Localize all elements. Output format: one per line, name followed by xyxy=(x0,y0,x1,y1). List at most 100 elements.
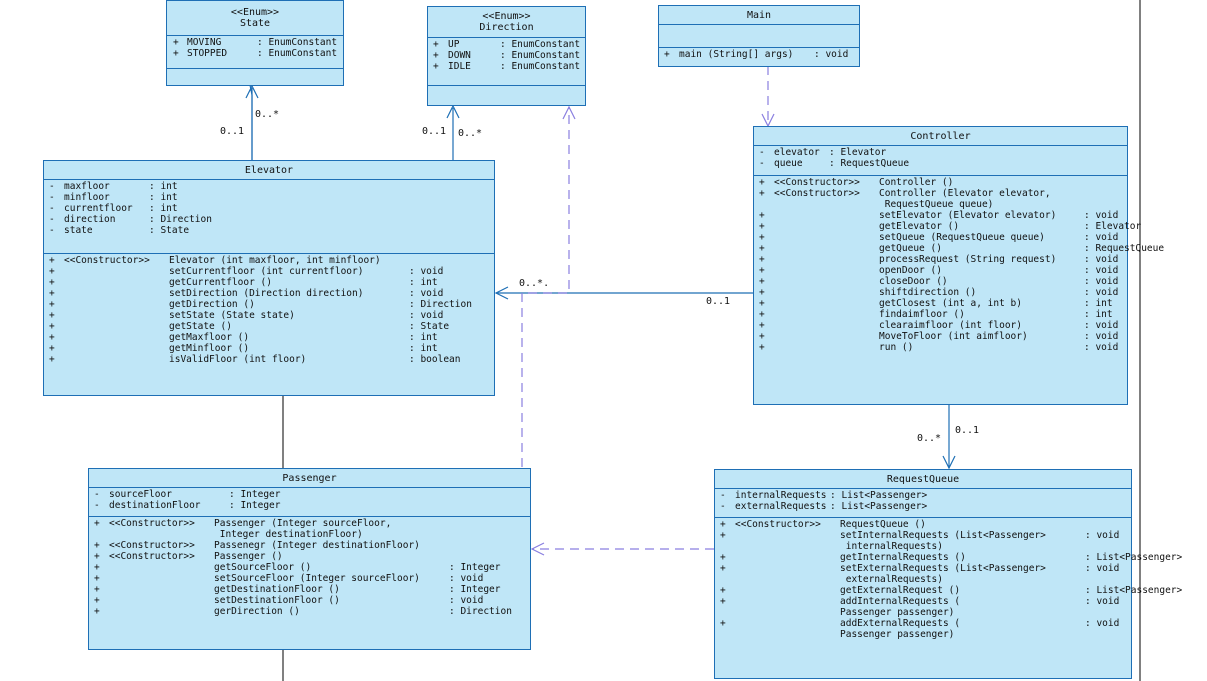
visibility: + xyxy=(759,298,765,309)
literals-section: +MOVING: EnumConstant+STOPPED: EnumConst… xyxy=(167,36,343,69)
class-state[interactable]: <<Enum>> State +MOVING: EnumConstant+STO… xyxy=(166,0,344,86)
class-elevator[interactable]: Elevator -maxfloor: int-minfloor: int-cu… xyxy=(43,160,495,396)
member-row: externalRequests) xyxy=(715,574,1131,585)
dep-passenger-direction-arrow xyxy=(562,105,576,120)
member-detail: Passenger (Integer sourceFloor, xyxy=(214,518,392,529)
visibility: + xyxy=(94,540,100,551)
dep-passenger-direction xyxy=(521,107,570,467)
member-detail: clearaimfloor (int floor) xyxy=(879,320,1022,331)
member-row: +main (String[] args): void xyxy=(659,49,859,60)
visibility: + xyxy=(94,584,100,595)
visibility: + xyxy=(433,61,439,72)
visibility: + xyxy=(720,519,726,530)
visibility: + xyxy=(759,276,765,287)
member-row: -queue: RequestQueue xyxy=(754,158,1127,169)
visibility: + xyxy=(433,39,439,50)
member-type: : int xyxy=(409,343,438,354)
operations-section: + <<Constructor>> Controller ()+<<Construc… xyxy=(754,176,1164,354)
class-name: Controller xyxy=(910,130,971,142)
class-name: State xyxy=(239,18,271,29)
member-row: -state: State xyxy=(44,225,494,236)
member-row: -minfloor: int xyxy=(44,192,494,203)
visibility: - xyxy=(720,501,726,512)
class-requestqueue[interactable]: RequestQueue -internalRequests: List<Pas… xyxy=(714,469,1182,679)
class-controller[interactable]: Controller -elevator: Elevator-queue: Re… xyxy=(753,126,1164,405)
member-detail: run () xyxy=(879,342,914,353)
visibility: - xyxy=(720,490,726,501)
member-detail: setQueue (RequestQueue queue) xyxy=(879,232,1045,243)
member-detail: closeDoor () xyxy=(879,276,948,287)
member-detail: : int xyxy=(149,192,178,203)
member-detail: : State xyxy=(149,225,190,236)
member-row: +setQueue (RequestQueue queue): void xyxy=(754,232,1127,243)
member-row: -sourceFloor: Integer xyxy=(89,489,530,500)
class-direction[interactable]: <<Enum>> Direction +UP: EnumConstant+DOW… xyxy=(427,6,586,106)
member-type: : void xyxy=(1084,254,1119,265)
member-detail: getQueue () xyxy=(879,243,942,254)
member-row: +<<Constructor>>Controller (Elevator ele… xyxy=(754,188,1127,199)
operations-section: +<<Constructor>>Elevator (int maxfloor, … xyxy=(44,254,494,366)
member-row: +processRequest (String request): void xyxy=(754,254,1127,265)
member-text: queue xyxy=(774,158,803,169)
visibility: - xyxy=(759,147,765,158)
member-row: +<<Constructor>>Passenger () xyxy=(89,551,530,562)
member-detail: gerDirection () xyxy=(214,606,300,617)
member-text: <<Constructor>> xyxy=(774,188,860,199)
member-detail: addExternalRequests ( xyxy=(840,618,961,629)
member-detail: addInternalRequests ( xyxy=(840,596,961,607)
member-detail: : RequestQueue xyxy=(829,158,910,169)
member-type: : void xyxy=(1084,210,1119,221)
member-detail: externalRequests) xyxy=(840,574,943,585)
member-type: : void xyxy=(1084,320,1119,331)
visibility: - xyxy=(94,500,100,511)
class-main[interactable]: Main +main (String[] args): void xyxy=(658,5,860,67)
member-detail: setSourceFloor (Integer sourceFloor) xyxy=(214,573,420,584)
visibility: + xyxy=(49,299,55,310)
member-row: +getClosest (int a, int b): int xyxy=(754,298,1127,309)
visibility: + xyxy=(49,255,55,266)
member-row: +findaimfloor (): int xyxy=(754,309,1127,320)
visibility: + xyxy=(49,266,55,277)
visibility: + xyxy=(49,354,55,365)
member-row: +isValidFloor (int floor): boolean xyxy=(44,354,494,365)
member-row: +UP: EnumConstant xyxy=(428,39,585,50)
visibility: - xyxy=(94,489,100,500)
member-text: currentfloor xyxy=(64,203,133,214)
member-text: IDLE xyxy=(448,61,471,72)
member-type: : void xyxy=(409,310,444,321)
visibility: + xyxy=(720,552,726,563)
visibility: + xyxy=(94,518,100,529)
member-row: -currentfloor: int xyxy=(44,203,494,214)
member-row: +getExternalRequest (): List<Passenger> xyxy=(715,585,1182,596)
visibility: + xyxy=(759,243,765,254)
member-detail: Passenger passenger) xyxy=(840,629,955,640)
mult-controller-queue-target: 0..* xyxy=(917,433,942,444)
visibility: + xyxy=(759,177,765,188)
visibility: + xyxy=(94,606,100,617)
member-row: +getDestinationFloor (): Integer xyxy=(89,584,530,595)
member-detail: Elevator (int maxfloor, int minfloor) xyxy=(169,255,381,266)
member-row: Passenger passenger) xyxy=(715,629,1131,640)
visibility: + xyxy=(94,573,100,584)
visibility: - xyxy=(49,214,55,225)
member-row: +getQueue (): RequestQueue xyxy=(754,243,1164,254)
member-row: +gerDirection (): Direction xyxy=(89,606,530,617)
visibility: + xyxy=(759,265,765,276)
visibility: + xyxy=(759,254,765,265)
member-type: : void xyxy=(1085,596,1120,607)
visibility: + xyxy=(49,332,55,343)
member-text: state xyxy=(64,225,93,236)
member-detail: Controller () xyxy=(879,177,954,188)
visibility: - xyxy=(49,203,55,214)
member-row: +<<Constructor>>Passenegr (Integer desti… xyxy=(89,540,530,551)
member-row: +setSourceFloor (Integer sourceFloor): v… xyxy=(89,573,530,584)
class-passenger[interactable]: Passenger -sourceFloor: Integer-destinat… xyxy=(88,468,531,650)
literals-section: +UP: EnumConstant+DOWN: EnumConstant+IDL… xyxy=(428,38,585,86)
member-detail: setDestinationFloor () xyxy=(214,595,340,606)
attributes-section: -sourceFloor: Integer-destinationFloor: … xyxy=(89,488,530,517)
dep-queue-passenger-arrow xyxy=(530,542,545,556)
member-detail: : EnumConstant xyxy=(257,48,338,59)
visibility: + xyxy=(759,309,765,320)
member-text: direction xyxy=(64,214,116,225)
